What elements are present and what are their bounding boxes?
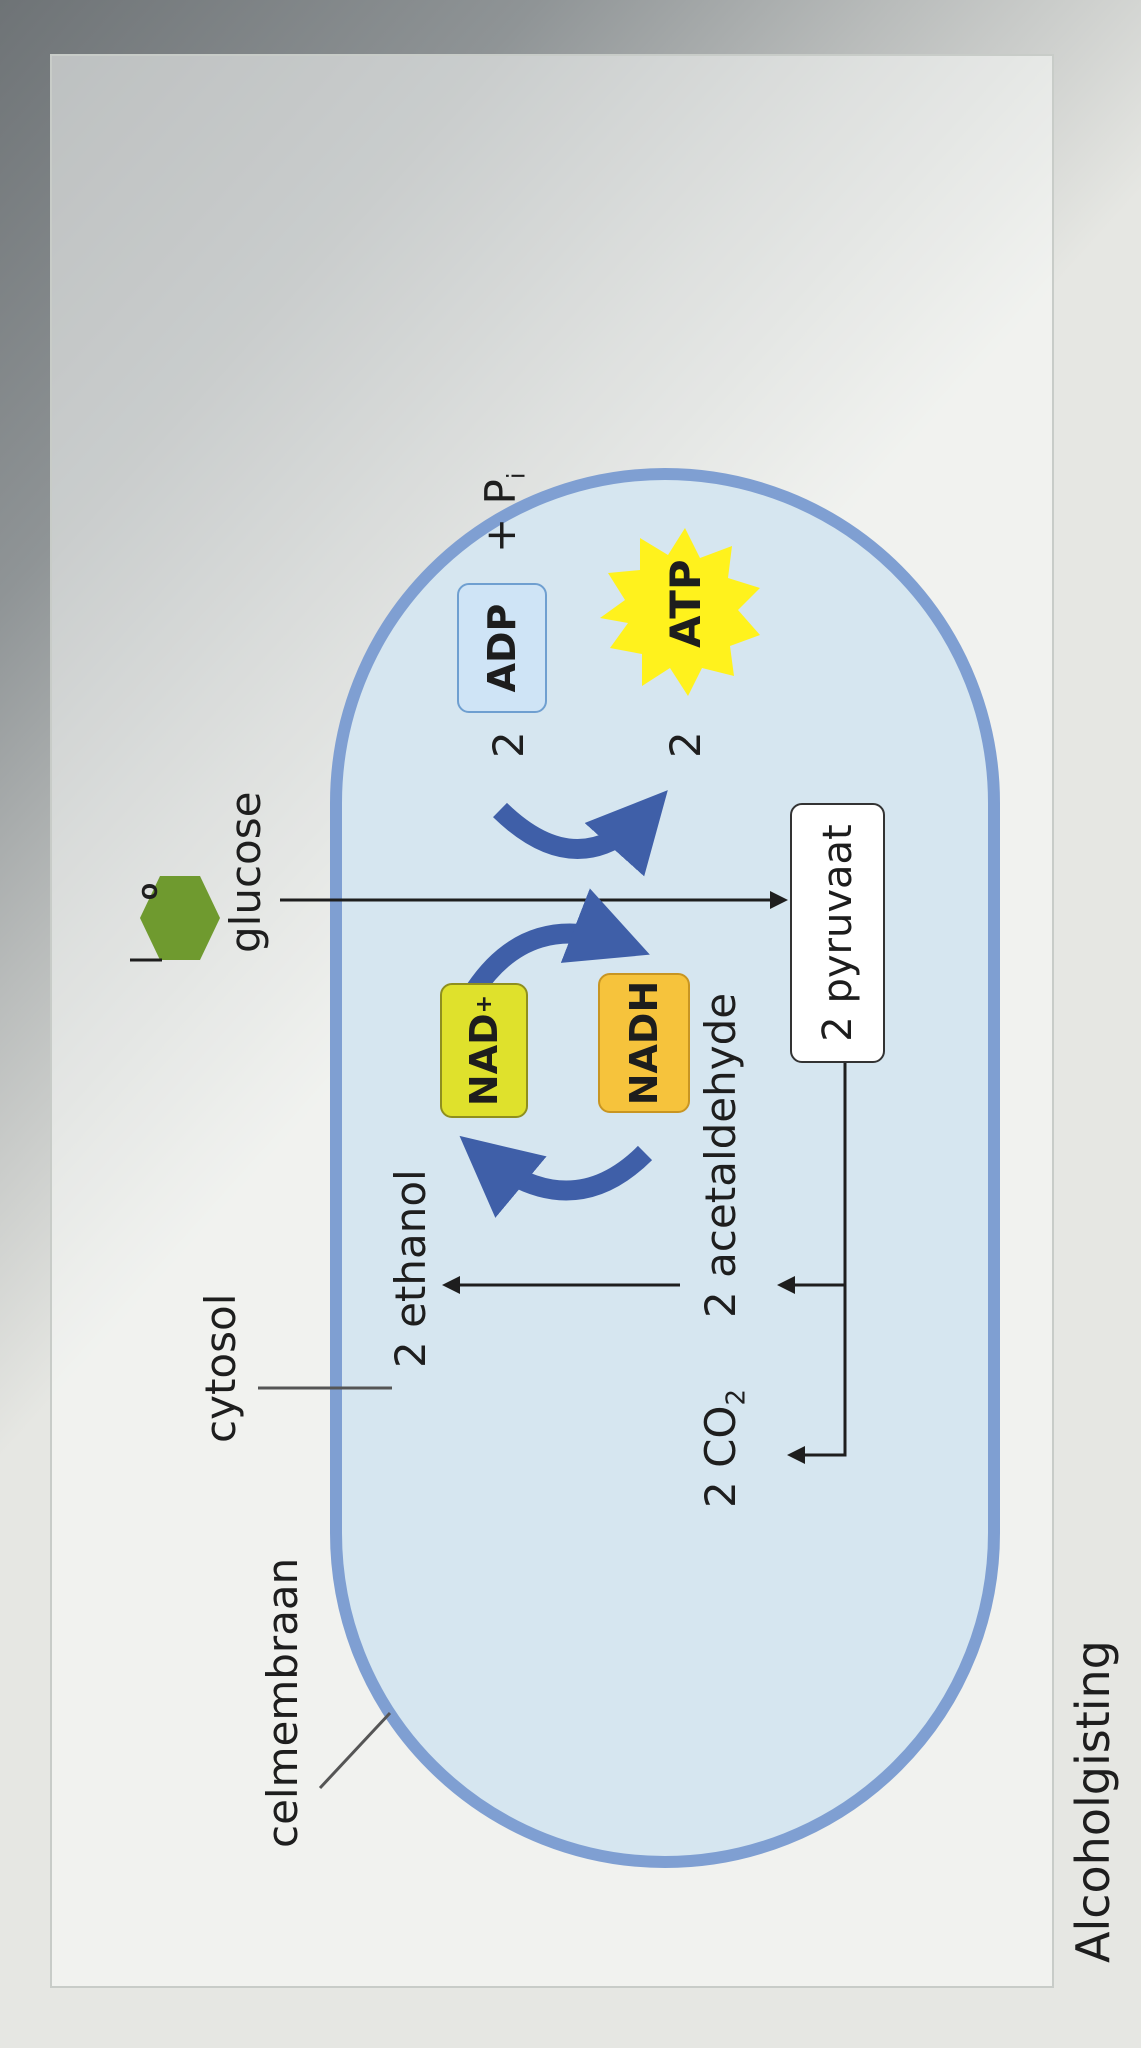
co2-text: 2 CO (696, 1405, 745, 1508)
cycle-arrow-icon (459, 1135, 653, 1218)
nad-box: NAD+ (440, 983, 528, 1118)
co2-subscript: 2 (721, 1388, 752, 1406)
ethanol-label: 2 ethanol (386, 1169, 435, 1368)
nad-superscript: + (471, 994, 497, 1014)
figure-title: Alcoholgisting (1066, 1640, 1120, 1963)
pi-text: + P (476, 479, 525, 553)
pyruvate-box: 2 pyruvaat (790, 803, 885, 1063)
pyruvate-branch-line (787, 1063, 847, 1464)
adp-box: ADP (457, 583, 547, 713)
glucose-label: glucose (221, 791, 270, 953)
pi-subscript: i (502, 472, 531, 480)
adp-count: 2 (484, 731, 533, 758)
nadh-box: NADH (598, 973, 690, 1113)
membrane-leader (318, 1711, 392, 1790)
atp-star-icon (600, 528, 760, 696)
co2-label: 2 CO2 (696, 1388, 752, 1508)
cytosol-label: cytosol (196, 1293, 245, 1443)
cycle-arrow-icon (493, 790, 668, 877)
atp-count: 2 (661, 731, 710, 758)
membrane-label: celmembraan (258, 1557, 307, 1848)
cycle-arrow-icon (466, 888, 650, 996)
glucose-ring-oxygen: O (138, 883, 162, 900)
atp-label: ATP (661, 559, 710, 648)
pi-label: + Pi (476, 472, 531, 553)
glucose-hexagon-icon (140, 876, 220, 960)
nad-text: NAD (462, 1013, 506, 1107)
acetaldehyde-label: 2 acetaldehyde (696, 992, 745, 1318)
